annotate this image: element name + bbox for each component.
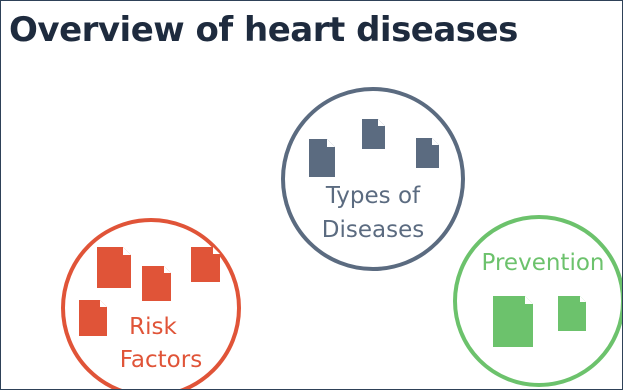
document-icon bbox=[493, 296, 533, 347]
cluster-circle bbox=[453, 215, 622, 387]
document-icon bbox=[362, 119, 385, 149]
cluster-label-line: Prevention bbox=[482, 250, 605, 276]
document-icon bbox=[416, 138, 439, 168]
cluster-circle bbox=[281, 87, 465, 271]
cluster-label-line: Factors bbox=[120, 347, 202, 373]
document-icon bbox=[558, 296, 586, 331]
cluster-label-line: Types of bbox=[325, 183, 421, 209]
cluster-risk-factors: Risk Factors bbox=[61, 218, 241, 389]
cluster-prevention: Prevention bbox=[453, 215, 622, 387]
document-icon bbox=[79, 300, 107, 336]
document-icon bbox=[142, 266, 171, 301]
document-icon bbox=[309, 139, 335, 177]
cluster-types-of-diseases: Types of Diseases bbox=[281, 87, 465, 271]
cluster-label-line: Risk bbox=[129, 314, 177, 340]
document-icon bbox=[97, 247, 131, 288]
document-icon bbox=[191, 247, 220, 282]
cluster-label-line: Diseases bbox=[322, 217, 424, 243]
slide-title: Overview of heart diseases bbox=[9, 10, 518, 50]
